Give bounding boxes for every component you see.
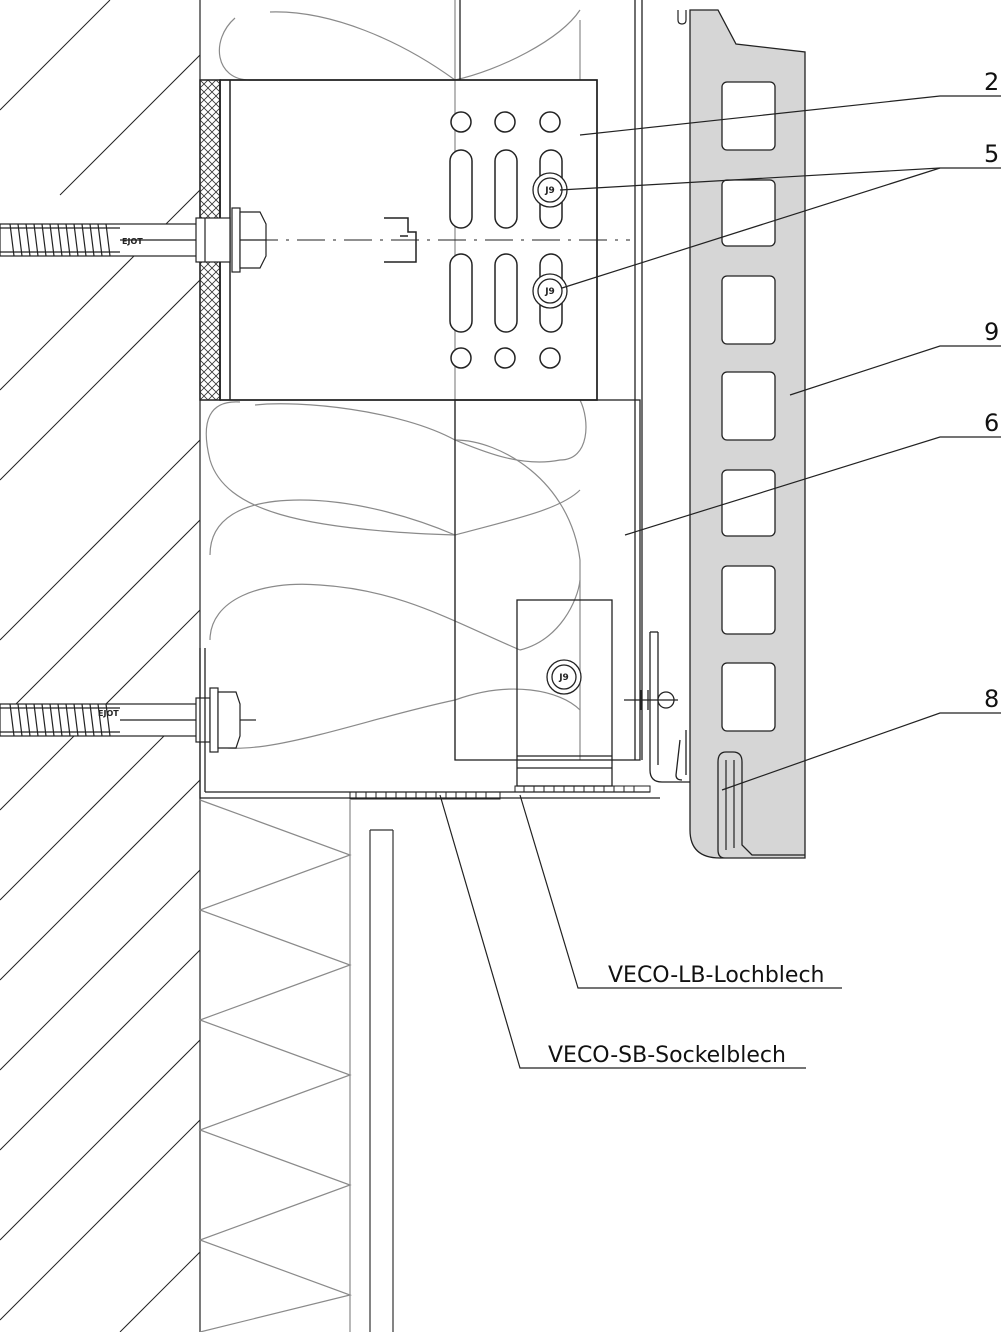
anchor-brand-upper: EJOT <box>122 237 143 246</box>
lower-l-bracket <box>199 648 660 799</box>
anchor-brand-lower: EJOT <box>98 709 119 718</box>
leader-lines <box>439 95 1001 1069</box>
wall-hatch <box>0 0 200 1332</box>
leader-2 <box>579 95 1001 136</box>
bolt-upper-label: J9 <box>544 186 555 196</box>
callout-9: 9 <box>984 318 999 346</box>
caption-sockelblech: VECO-SB-Sockelblech <box>548 1043 786 1068</box>
upper-anchor <box>0 207 267 273</box>
callout-8: 8 <box>984 685 999 713</box>
leader-sockelblech <box>439 794 806 1069</box>
leader-lochblech <box>519 794 842 989</box>
bolt-lower-label: J9 <box>558 673 569 683</box>
bolt-upper <box>532 172 568 208</box>
slide-bracket <box>516 599 613 787</box>
leader-9 <box>789 345 1001 396</box>
facade-panel-groove <box>725 759 735 850</box>
panel-cavities <box>721 81 776 732</box>
leader-6 <box>624 436 1001 536</box>
bolt-middle-label: J9 <box>544 287 555 297</box>
panel-holder-clip <box>624 631 727 791</box>
caption-lochblech: VECO-LB-Lochblech <box>608 963 825 988</box>
leader-8 <box>721 712 1001 791</box>
lower-rail <box>369 829 394 1332</box>
callout-5: 5 <box>984 140 999 168</box>
sockelblech-plate <box>349 791 501 800</box>
leader-5b <box>561 167 941 289</box>
callout-2: 2 <box>984 68 999 96</box>
bolt-middle <box>532 273 568 309</box>
lower-insulation <box>198 799 353 1332</box>
bolt-lower <box>546 659 582 695</box>
lochblech-plate <box>514 785 651 793</box>
facade-panel-top-notch <box>677 10 687 25</box>
lower-anchor <box>0 687 256 753</box>
callout-6: 6 <box>984 409 999 437</box>
